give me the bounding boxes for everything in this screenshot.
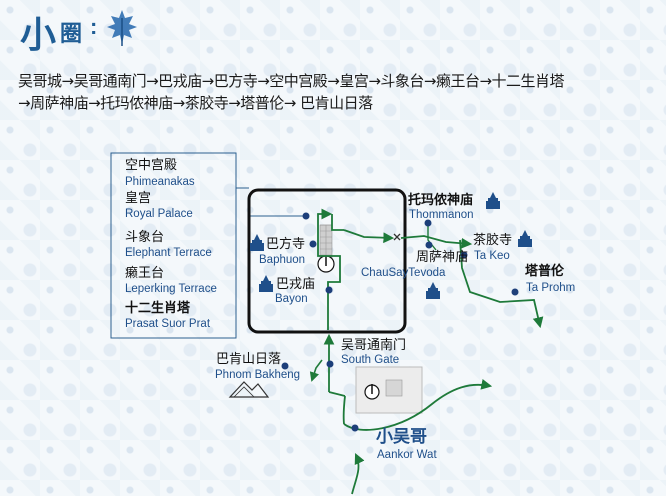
- place-taprohm-zh: 塔普伦: [525, 264, 565, 279]
- place-takeo-zh: 茶胶寺: [473, 233, 513, 248]
- route-path-angkorwat: [343, 379, 493, 431]
- route-path-east: [400, 235, 473, 249]
- place-baphuon-zh: 巴方寺: [266, 237, 306, 252]
- map-title-xiao: 小: [20, 15, 56, 56]
- legend-suor-prat-en: Prasat Suor Prat: [125, 318, 211, 330]
- place-chausay-en: ChauSayTevoda: [361, 267, 446, 279]
- map-title-colon: :: [90, 14, 98, 39]
- place-bayon-zh: 巴戎庙: [276, 277, 316, 292]
- place-baphuon-en: Baphuon: [259, 254, 306, 266]
- map-title-quan: 圈: [60, 22, 83, 47]
- legend-royal-palace-zh: 皇宫: [125, 191, 152, 206]
- place-chausay-zh: 周萨神庙: [416, 250, 469, 265]
- route-line-1: 吴哥城→吴哥通南门→巴戎庙→巴方寺→空中宫殿→皇宫→斗象台→癞王台→十二生肖塔: [18, 72, 565, 90]
- route-path-inner: [317, 208, 341, 330]
- legend-box: [110, 152, 237, 339]
- legend-royal-palace-en: Royal Palace: [125, 208, 193, 220]
- route-line-2: →周萨神庙→托玛侬神庙→茶胶寺→塔普伦→ 巴肯山日落: [18, 94, 373, 112]
- legend-suor-prat-zh: 十二生肖塔: [125, 301, 191, 316]
- mountain-icon: [228, 381, 270, 398]
- legend-leperking-terrace-en: Leperking Terrace: [125, 283, 217, 295]
- place-thommanon-en: Thommanon: [409, 209, 474, 221]
- legend-phimeanakas-en: Phimeanakas: [125, 176, 195, 188]
- place-angkorwat-zh: 小吴哥: [376, 427, 427, 447]
- legend-leperking-terrace-zh: 癞王台: [125, 266, 165, 281]
- place-southgate-zh: 吴哥通南门: [341, 338, 407, 353]
- blue-leaf-icon: [107, 10, 137, 46]
- location-dot-icon: [302, 212, 310, 220]
- route-path-taprohm: [459, 239, 544, 329]
- place-southgate-en: South Gate: [341, 354, 400, 366]
- angkor-thom-wall: [247, 188, 407, 334]
- legend-elephant-terrace-en: Elephant Terrace: [125, 247, 212, 259]
- place-angkorwat-en: Aankor Wat: [377, 449, 437, 461]
- place-bakheng-zh: 巴肯山日落: [216, 352, 282, 367]
- place-bakheng-en: Phnom Bakheng: [215, 369, 301, 381]
- victory-gate-icon: [393, 233, 401, 241]
- place-thommanon-zh: 托玛侬神庙: [408, 193, 474, 208]
- temple-icon: [250, 192, 532, 299]
- place-taprohm-en: Ta Prohm: [526, 282, 576, 294]
- place-bayon-en: Bayon: [275, 293, 308, 305]
- place-takeo-en: Ta Keo: [474, 250, 510, 262]
- location-dot-icon: [281, 219, 519, 432]
- legend-phimeanakas-zh: 空中宫殿: [125, 158, 178, 173]
- legend-elephant-terrace-zh: 斗象台: [125, 230, 165, 245]
